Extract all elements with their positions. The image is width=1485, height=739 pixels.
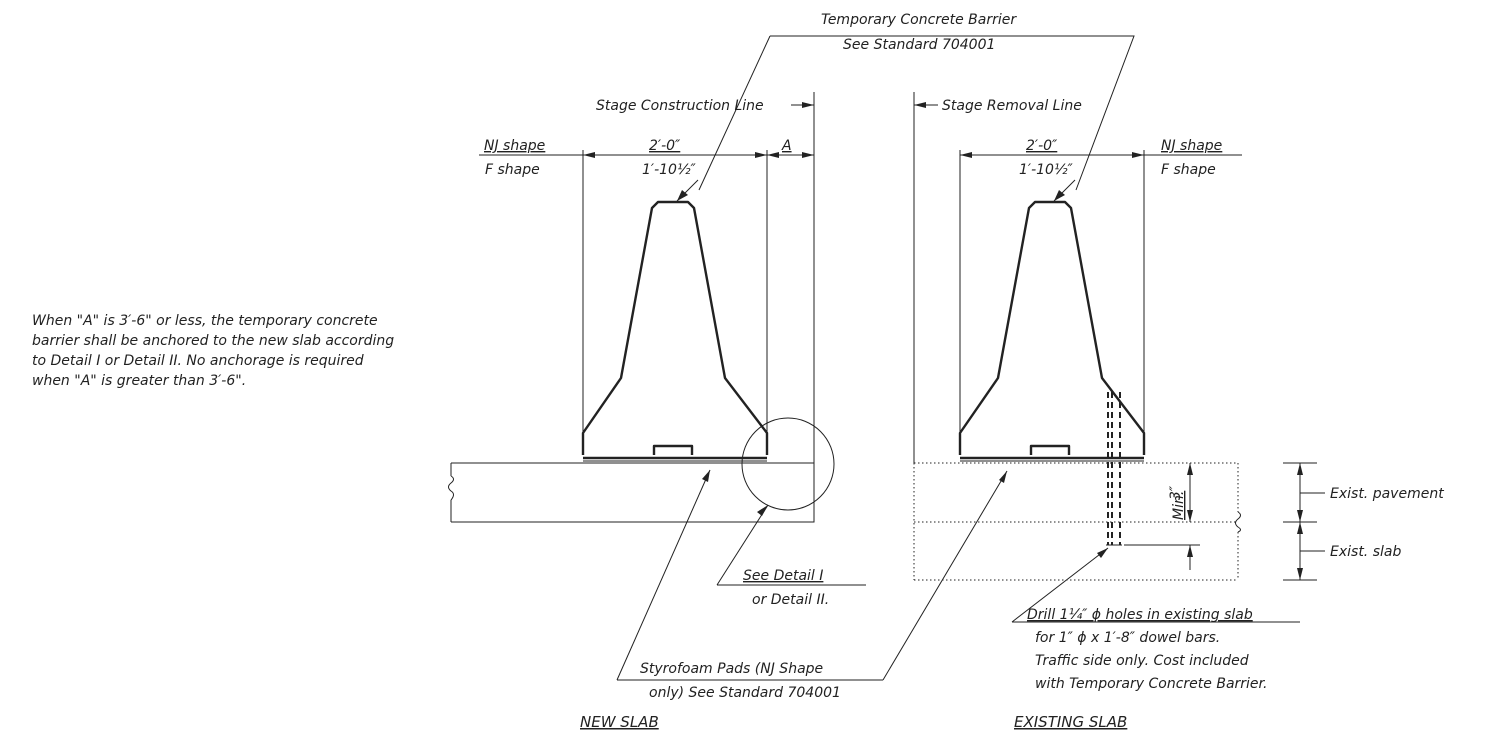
styrofoam-pad-right	[1029, 444, 1071, 455]
f-shape-label-left: F shape	[485, 162, 540, 178]
break-symbol	[448, 475, 454, 501]
new-slab-outline	[451, 462, 815, 523]
anchorage-note-3: to Detail I or Detail II. No anchorage i…	[32, 353, 364, 369]
exist-pavement-label: Exist. pavement	[1330, 486, 1444, 502]
existing-pavement-outline	[913, 462, 1239, 581]
drill-note-4: with Temporary Concrete Barrier.	[1035, 676, 1267, 692]
styrofoam-pad-left	[652, 444, 694, 455]
styrofoam-label-1: Styrofoam Pads (NJ Shape	[640, 661, 823, 677]
nj-shape-label-left: NJ shape	[484, 138, 545, 154]
dim-1ft10-left: 1′-10½″	[642, 162, 697, 178]
dim-a-label: A	[781, 138, 792, 154]
dim-2ft-left: 2′-0″	[649, 138, 681, 154]
new-slab-detail	[448, 92, 835, 523]
anchorage-note-4: when "A" is greater than 3′-6".	[32, 373, 246, 389]
anchorage-note-1: When "A" is 3′-6" or less, the temporary…	[32, 313, 378, 329]
drill-note-2: for 1″ ϕ x 1′-8″ dowel bars.	[1035, 630, 1220, 646]
detail-circle	[741, 417, 835, 511]
f-shape-label-right: F shape	[1161, 162, 1216, 178]
leaders	[616, 35, 1300, 681]
temp-barrier-label-2: See Standard 704001	[843, 37, 995, 53]
anchorage-note-2: barrier shall be anchored to the new sla…	[32, 333, 394, 349]
dim-2ft-right: 2′-0″	[1026, 138, 1058, 154]
min-3in-value: 3″	[1168, 485, 1184, 500]
barrier-right	[958, 200, 1146, 455]
min-3in-label: Min.	[1171, 491, 1187, 520]
dim-1ft10-right: 1′-10½″	[1019, 162, 1074, 178]
exist-slab-label: Exist. slab	[1330, 544, 1401, 560]
see-detail-label-2: or Detail II.	[752, 592, 829, 608]
existing-slab-detail	[913, 92, 1325, 581]
nj-shape-label-right: NJ shape	[1161, 138, 1222, 154]
new-slab-title: NEW SLAB	[580, 713, 659, 731]
drill-note-3: Traffic side only. Cost included	[1035, 653, 1249, 669]
see-detail-label-1: See Detail I	[743, 568, 823, 584]
drill-note-1: Drill 1¼″ ϕ holes in existing slab	[1027, 607, 1253, 623]
styrofoam-label-2: only) See Standard 704001	[649, 685, 841, 701]
barrier-left	[581, 200, 769, 455]
existing-slab-title: EXISTING SLAB	[1014, 713, 1127, 731]
temp-barrier-label-1: Temporary Concrete Barrier	[821, 12, 1017, 28]
stage-removal-label: Stage Removal Line	[942, 98, 1082, 114]
stage-construction-label: Stage Construction Line	[596, 98, 764, 114]
